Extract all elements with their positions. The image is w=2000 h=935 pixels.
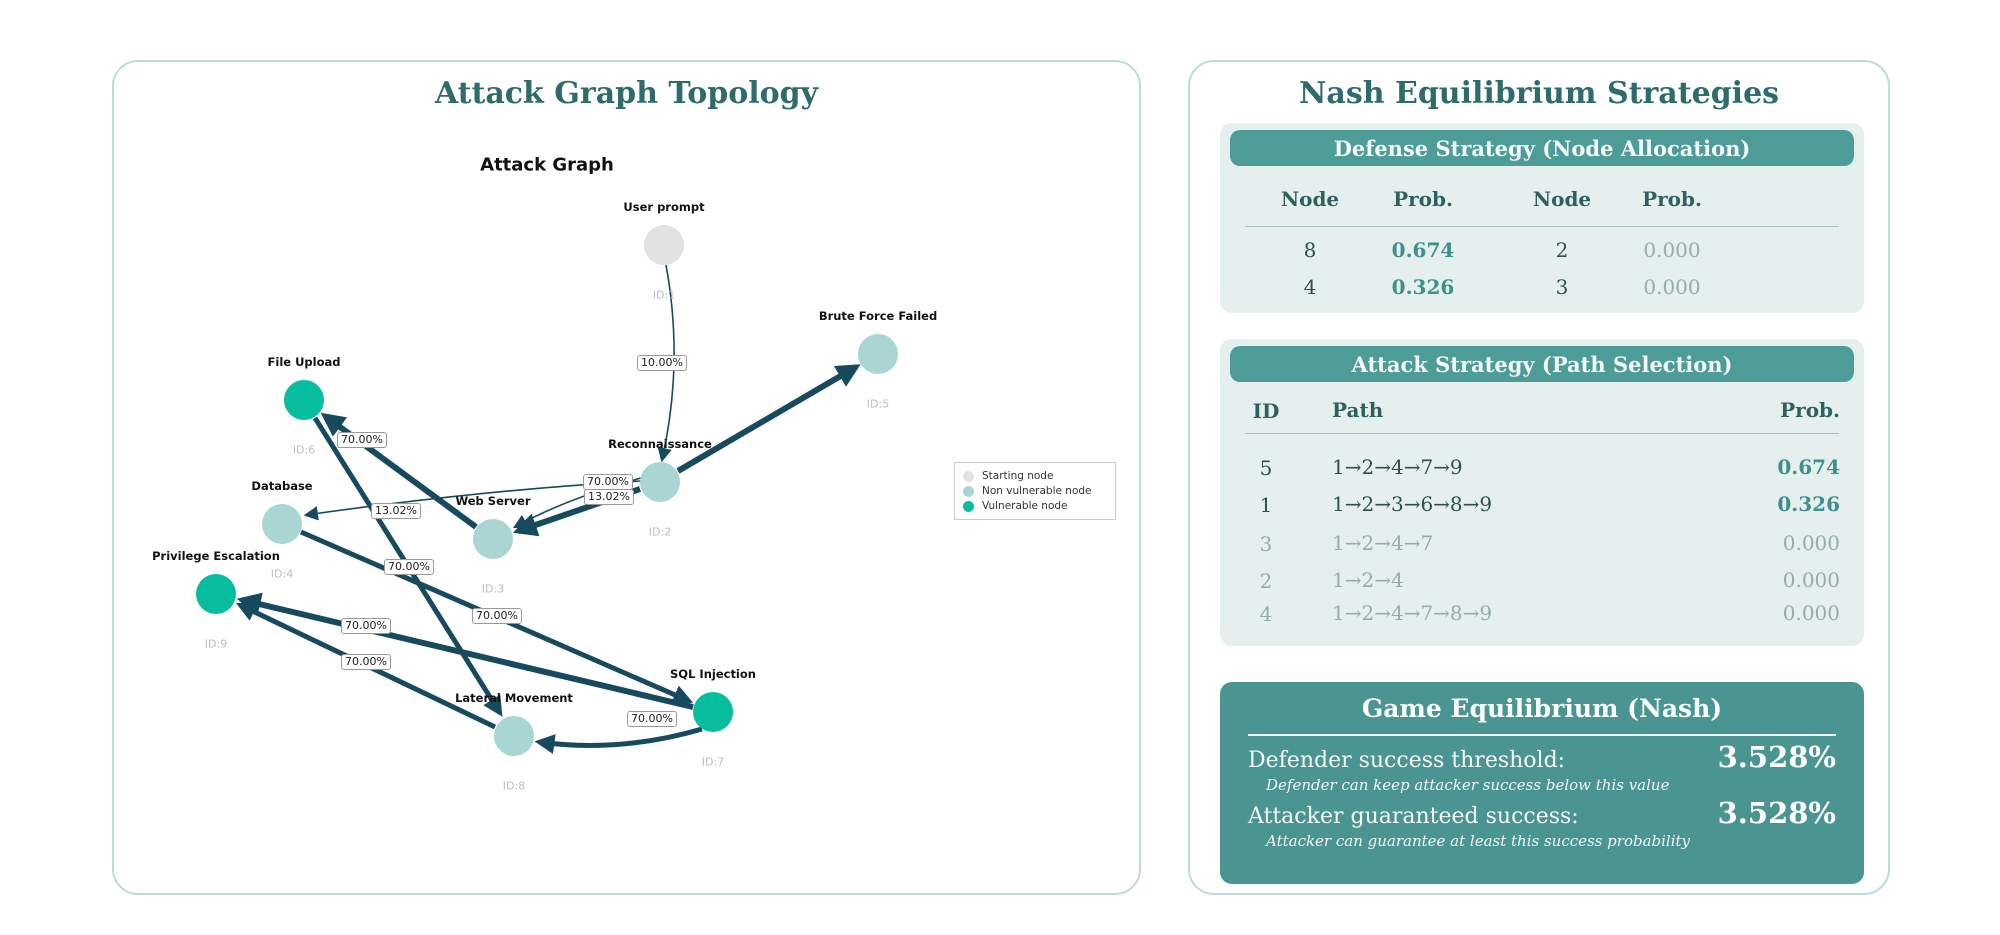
edge-2-3 [512,486,641,537]
attack-row-4-id: 4 [1259,602,1273,626]
attack-row-3-id: 2 [1259,569,1273,593]
attack-row-1-path: 1→2→3→6→8→9 [1332,492,1493,516]
attack-card-header: Attack Strategy (Path Selection) [1230,346,1854,382]
nash-equilibrium-panel: Nash Equilibrium Strategies Defense Stra… [1188,60,1890,895]
attack-row-3-path: 1→2→4 [1332,568,1404,592]
node-reconnaissance [640,462,680,502]
legend-swatch-vulnerable [963,500,974,512]
defense-card-header: Defense Strategy (Node Allocation) [1230,130,1854,166]
attack-row-0-prob: 0.674 [1777,455,1840,479]
attack-row-4-path: 1→2→4→7→8→9 [1332,601,1493,625]
attack-row-2-prob: 0.000 [1782,531,1840,555]
node-lateral-movement [494,716,534,756]
node-database [262,504,302,544]
edge-2-5 [676,364,861,474]
defense-cell-1-2: 3 [1555,275,1569,299]
defense-col-header-2: Node [1532,187,1592,211]
attacker-success-value: 3.528% [1717,796,1836,830]
defense-col-header-1: Prob. [1393,187,1453,211]
attack-row-1-prob: 0.326 [1777,492,1840,516]
edge-6-8 [312,416,503,717]
defender-threshold-value: 3.528% [1717,740,1836,774]
legend-label: Starting node [982,470,1054,482]
attack-row-4-prob: 0.000 [1782,601,1840,625]
node-sql-injection [693,692,733,732]
defense-strategy-card: Defense Strategy (Node Allocation) Node P… [1220,123,1864,313]
attack-row-2-path: 1→2→4→7 [1332,531,1434,555]
node-privilege-escalation [196,574,236,614]
legend-label: Non vulnerable node [982,485,1092,497]
attack-col-header-prob: Prob. [1780,398,1840,422]
attack-row-0-path: 1→2→4→7→9 [1332,455,1463,479]
edge-1-2 [657,264,675,463]
edge-7-8 [534,726,703,754]
defense-col-header-0: Node [1280,187,1340,211]
defense-cell-0-1: 0.674 [1391,238,1455,262]
attack-graph-panel: Attack Graph Topology Attack Graph 10.00… [112,60,1141,895]
legend-swatch-starting [963,470,974,482]
node-web-server [473,519,513,559]
edge-7-9 [236,592,694,710]
legend-item-starting-node: Starting node [963,470,1107,482]
defense-header-rule [1245,226,1839,227]
attack-strategy-card: Attack Strategy (Path Selection) ID Path P… [1220,339,1864,646]
attack-header-rule [1245,433,1839,434]
legend-item-non-vulnerable-node: Non vulnerable node [963,485,1107,497]
attack-row-1-id: 1 [1259,493,1273,517]
right-panel-title: Nash Equilibrium Strategies [1298,76,1780,111]
defense-col-header-3: Prob. [1642,187,1702,211]
legend-item-vulnerable-node: Vulnerable node [963,500,1107,512]
attack-col-header-path: Path [1332,398,1384,422]
node-brute-force-failed [858,334,898,374]
defense-cell-1-3: 0.000 [1643,275,1701,299]
attacker-success-label: Attacker guaranteed success: [1248,804,1579,829]
edge-8-9 [235,602,497,730]
attacker-success-note: Attacker can guarantee at least this suc… [1266,832,1691,850]
attack-row-0-id: 5 [1259,456,1273,480]
defense-cell-1-1: 0.326 [1391,275,1455,299]
attack-row-3-prob: 0.000 [1782,568,1840,592]
defense-cell-0-2: 2 [1555,238,1569,262]
game-equilibrium-card: Game Equilibrium (Nash) Defender success… [1220,682,1864,884]
node-user-prompt [644,225,684,265]
defense-cell-0-0: 8 [1303,238,1317,262]
game-title-rule [1248,734,1836,736]
node-layer [196,225,898,756]
edge-layer [235,264,861,754]
node-file-upload [284,380,324,420]
defense-cell-1-0: 4 [1303,275,1317,299]
attack-col-header-id: ID [1252,399,1280,423]
legend-label: Vulnerable node [982,500,1068,512]
defender-threshold-note: Defender can keep attacker success below… [1266,776,1670,794]
legend-swatch-non_vulnerable [963,485,974,497]
attack-row-2-id: 3 [1259,532,1273,556]
defense-cell-0-3: 0.000 [1643,238,1701,262]
defender-threshold-label: Defender success threshold: [1248,748,1566,773]
game-card-title: Game Equilibrium (Nash) [1361,694,1723,723]
left-panel-title: Attack Graph Topology [434,76,819,111]
